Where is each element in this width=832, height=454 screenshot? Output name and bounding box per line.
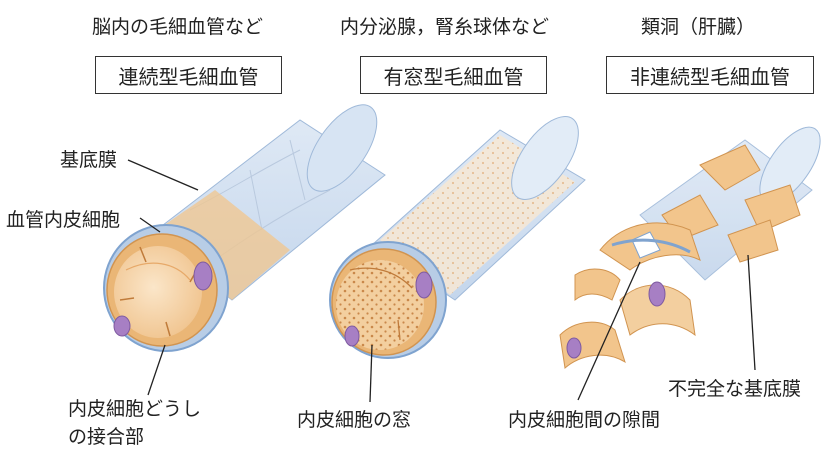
leader-lines	[127, 159, 756, 403]
leader-basement	[127, 159, 199, 191]
label-junction-line1: 内皮細胞どうし	[68, 398, 202, 420]
fenestrated-capillary	[329, 116, 586, 359]
subtitle-discontinuous: 類洞（肝臓）	[641, 16, 756, 38]
title-discontinuous: 非連続型毛細血管	[606, 56, 814, 94]
title-continuous: 連続型毛細血管	[95, 56, 282, 94]
leader-incomplete	[747, 254, 756, 371]
discontinuous-capillary	[559, 126, 821, 369]
label-incomplete-basement: 不完全な基底膜	[668, 378, 802, 400]
subtitle-fenestrated: 内分泌腺，腎糸球体など	[340, 16, 550, 38]
label-endothelial-cell: 血管内皮細胞	[6, 209, 121, 231]
leader-endothelial	[139, 217, 161, 233]
label-basement-membrane: 基底膜	[60, 149, 118, 171]
leader-junction	[147, 344, 166, 396]
label-intercellular-gap: 内皮細胞間の隙間	[508, 409, 661, 431]
subtitle-continuous: 脳内の毛細血管など	[92, 16, 264, 38]
label-fenestra: 内皮細胞の窓	[297, 409, 412, 431]
leader-fenestra	[369, 344, 373, 403]
title-fenestrated: 有窓型毛細血管	[360, 56, 547, 94]
continuous-capillary	[103, 104, 386, 352]
leader-gap	[577, 261, 641, 401]
label-junction-line2: の接合部	[68, 426, 145, 448]
